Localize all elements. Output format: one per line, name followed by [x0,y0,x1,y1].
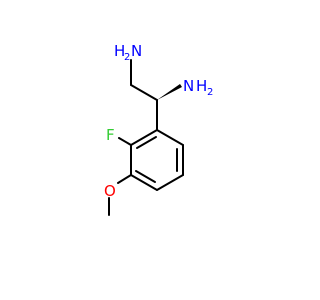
bond-ring-fluorine [118,137,132,146]
h-right: H [196,77,207,95]
bonds [108,59,184,216]
h-top: H [114,42,125,60]
fluorine-label: F [106,126,115,144]
double-bond-inner-1 [136,136,157,149]
wedge-bond [157,84,182,100]
bond-ring-3-4 [130,174,158,191]
sub-right: 2 [207,87,213,98]
oxygen-label: O [104,182,116,200]
bond-ring-4-5 [156,174,184,191]
nh2-top-label: H 2 N [114,42,142,63]
sub-top: 2 [124,52,130,63]
bond-ring-6-1 [156,129,184,146]
bond-ch2-chiral [130,84,158,101]
n-right: N [183,77,194,95]
double-bond-inner-2 [135,170,156,183]
n-top: N [131,42,142,60]
bond-ring-1-2 [130,129,158,146]
bond-ring-oxygen [117,174,132,184]
nh2-right-label: N H 2 [183,77,213,98]
molecule-structure: H 2 N N H 2 F O [104,42,213,216]
